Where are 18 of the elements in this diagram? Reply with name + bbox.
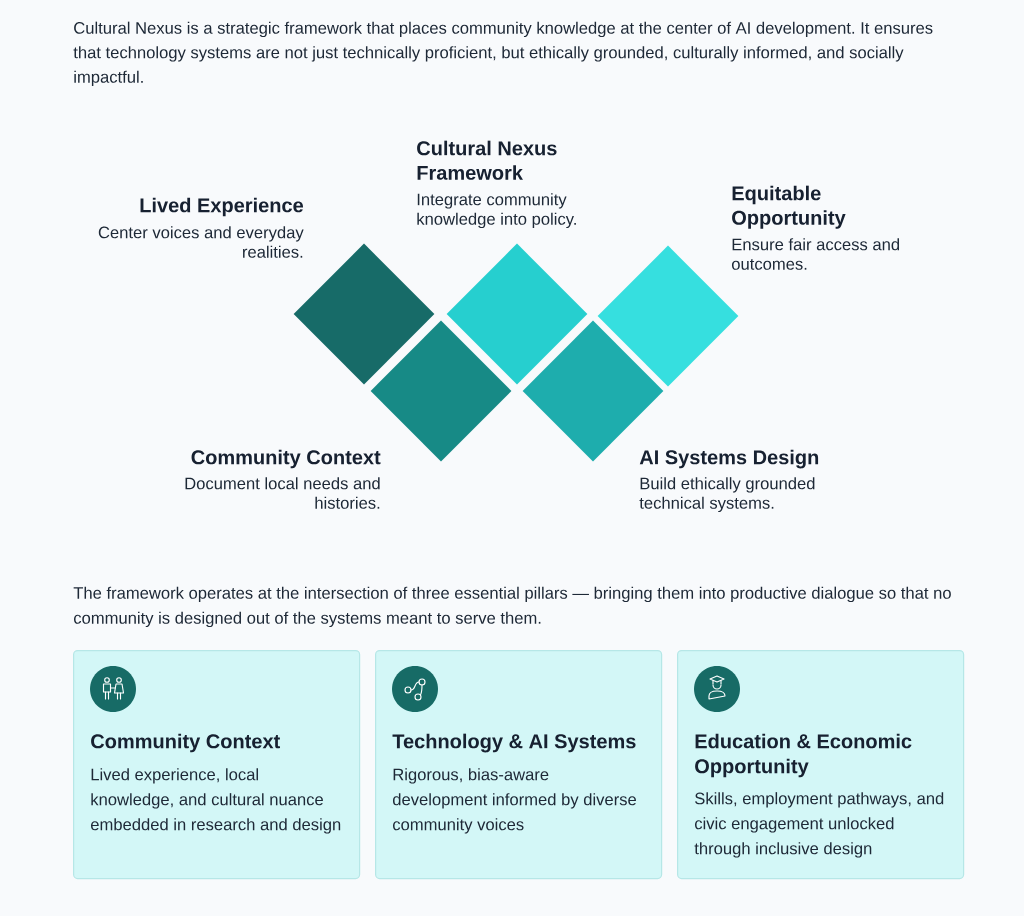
heading: Cultural Nexus Framework: [417, 140, 557, 180]
card-heading: Technology & AI Systems: [392, 733, 636, 753]
heading: Community Context: [191, 449, 381, 469]
heading: Equitable Opportunity: [732, 185, 846, 229]
card-text: Rigorous, bias-aware development informed by diverse community voices: [392, 768, 636, 834]
card-text: Skills, employment pathways, and civic engagement unlocked through inclusive design: [694, 792, 944, 858]
paragraph: Cultural Nexus is a strategic framework that places community knowledge at the center of AI development. It ensures that technology systems are not just technically proficient, but ethically grounded, culturally informed, and socially impactful.: [73, 21, 933, 87]
card-heading: Community Context: [91, 733, 280, 753]
card-text: Lived experience, local knowledge, and cultural nuance embedded in research and design: [91, 768, 341, 834]
paragraph: The framework operates at the intersection of three essential pillars — bringing them into productive dialogue so that no community is designed out of the systems meant to serve them.: [73, 586, 951, 628]
description: Build ethically grounded technical systems.: [639, 477, 815, 513]
description: Ensure fair access and outcomes.: [731, 238, 899, 270]
description: Integrate community knowledge into policy.: [417, 193, 576, 229]
heading: AI Systems Design: [639, 449, 819, 469]
description: Document local needs and histories.: [185, 477, 380, 509]
card-heading: Education & Economic Opportunity: [695, 733, 912, 778]
description: Center voices and everyday realities.: [98, 226, 304, 258]
heading: Lived Experience: [140, 197, 304, 217]
